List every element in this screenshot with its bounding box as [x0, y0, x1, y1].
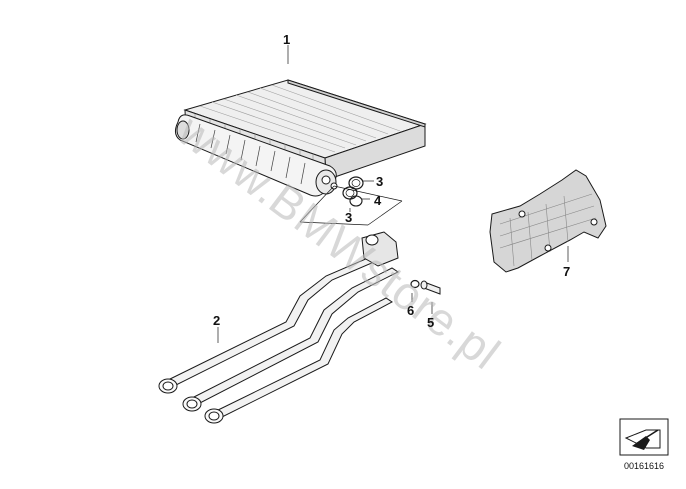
callout-7: 7 [563, 264, 570, 279]
o-ring[interactable] [349, 195, 363, 207]
callout-6: 6 [407, 303, 414, 318]
callout-3-lower: 3 [345, 210, 352, 225]
leader-lines [217, 45, 569, 343]
callout-1: 1 [283, 32, 290, 47]
screw[interactable] [420, 280, 441, 295]
diagram-id-box: 00161616 [619, 418, 669, 471]
washer[interactable] [410, 279, 420, 289]
callout-3-upper: 3 [376, 174, 383, 189]
arrow-icon [624, 429, 661, 450]
callout-4: 4 [374, 193, 382, 208]
callout-5: 5 [427, 315, 434, 330]
callout-2: 2 [213, 313, 220, 328]
diagram-number: 00161616 [624, 461, 664, 471]
heater-cover[interactable] [489, 169, 607, 273]
heater-core[interactable] [174, 79, 427, 197]
coolant-pipes[interactable] [158, 231, 399, 424]
